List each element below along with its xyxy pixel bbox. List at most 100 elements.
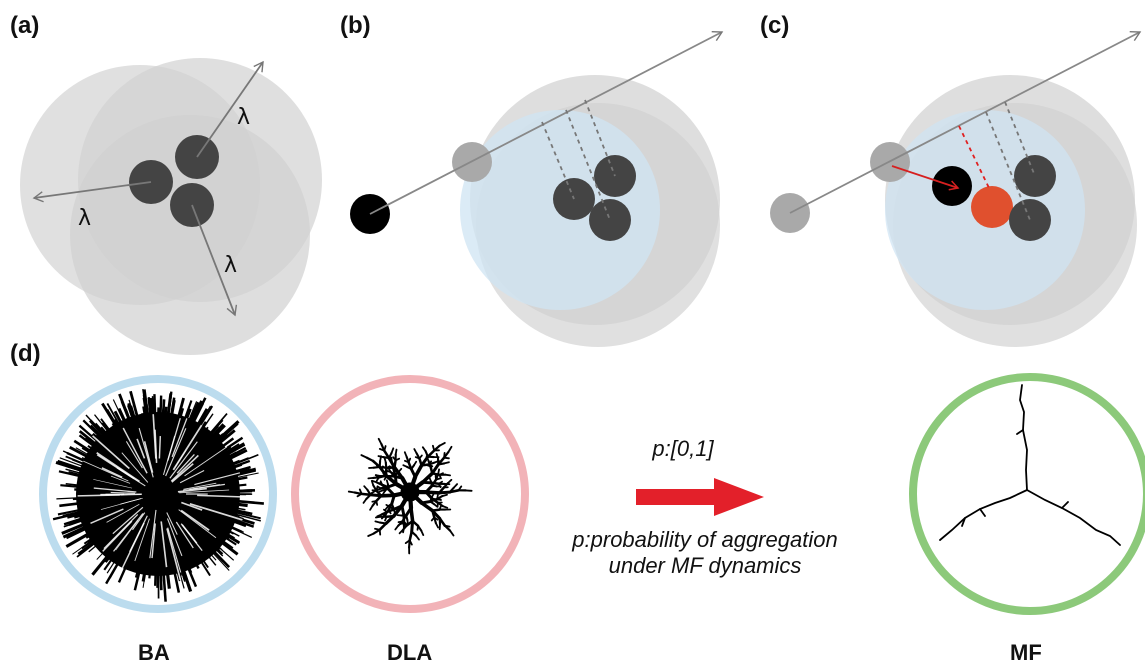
dla-branch-segment: [386, 487, 396, 497]
ba-interior-gap: [158, 436, 162, 459]
ba-interior-gap: [151, 523, 156, 559]
ba-fringe-strand: [235, 507, 246, 511]
ba-interior-gap: [103, 513, 139, 549]
ba-cluster: [39, 375, 277, 613]
dla-cluster: [291, 375, 529, 613]
dla-branch-segment: [449, 529, 455, 537]
dla-branch-segment: [446, 478, 453, 485]
dla-branch-segment: [413, 448, 418, 455]
dla-branch-segment: [362, 498, 368, 504]
ba-interior-gap: [179, 489, 230, 494]
trajectory-line: [789, 30, 1142, 214]
dla-branch-segment: [421, 446, 427, 453]
ba-fringe-strand: [133, 565, 142, 591]
dla-branch-segment: [367, 532, 375, 537]
ba-fringe-strand: [225, 447, 247, 460]
lambda-label: λ: [237, 105, 251, 130]
ba-fringe-strand: [207, 412, 228, 437]
dla-branch-segment: [392, 507, 396, 513]
ba-fringe-strand: [91, 554, 109, 576]
ba-fringe-strand: [163, 406, 168, 421]
ba-fringe-strand: [81, 447, 96, 457]
ba-fringe-strand: [176, 571, 181, 582]
dla-branch-segment: [369, 504, 374, 511]
ba-fringe-strand: [57, 459, 84, 471]
dla-branch-segment: [383, 456, 387, 464]
ba-interior-gap: [129, 515, 148, 553]
dla-branch-segment: [443, 524, 451, 528]
ba-interior-gap: [175, 521, 194, 549]
ba-fringe-strand: [223, 528, 234, 535]
dla-branch-segment: [392, 474, 404, 480]
ba-interior-gap: [165, 428, 187, 477]
dla-branch-segment: [425, 464, 432, 468]
ba-fringe-strand: [191, 408, 208, 434]
particle: [1014, 155, 1056, 197]
ba-fringe-strand: [72, 497, 85, 501]
ba-fringe-strand: [153, 394, 157, 415]
dla-branch-segment: [413, 460, 418, 466]
ba-interior-gap: [93, 479, 133, 489]
ba-fringe-strand: [204, 547, 217, 561]
caption-mf: MF: [1010, 640, 1042, 665]
ba-fringe-strand: [162, 573, 167, 602]
dla-branch-segment: [434, 522, 440, 529]
dla-branch-segment: [403, 520, 408, 526]
dla-branch-segment: [377, 437, 383, 446]
lambda-label: λ: [78, 206, 92, 231]
dla-branch-segment: [390, 493, 396, 506]
ba-fringe-strand: [57, 508, 82, 516]
ba-interior-gap: [180, 509, 210, 531]
ba-fringe-strand: [199, 421, 207, 431]
panel-label-d: (d): [10, 340, 41, 367]
probability-definition-line1: p:probability of aggregation: [572, 527, 838, 552]
dla-branch-segment: [438, 441, 446, 447]
ba-fringe-strand: [114, 419, 123, 432]
dla-branch-segment: [394, 524, 400, 531]
distance-line: [584, 99, 616, 177]
ba-fringe-strand: [189, 402, 205, 429]
dla-branch-segment: [380, 513, 386, 520]
ba-fringe-strand: [159, 565, 163, 582]
dla-branch-segment: [448, 486, 455, 494]
ba-interior-gap: [132, 512, 146, 531]
ba-fringe-strand: [234, 511, 261, 520]
dla-branch-segment: [441, 505, 449, 509]
dla-branch-segment: [452, 483, 459, 489]
dla-branch-segment: [375, 494, 383, 503]
dla-branch-segment: [416, 524, 419, 531]
ba-fringe-strand: [161, 409, 165, 419]
distance-line: [1004, 101, 1036, 177]
ba-fringe-strand: [55, 461, 84, 473]
ba-fringe-strand: [93, 414, 114, 438]
ba-fringe-strand: [229, 497, 239, 500]
ba-interior-gap: [143, 441, 154, 473]
dla-branch-segment: [420, 529, 425, 537]
dla-branch-segment: [438, 472, 444, 476]
ba-fringe-strand: [229, 489, 253, 492]
aggregation-arrow: [891, 165, 960, 191]
distance-line-red: [958, 125, 991, 191]
ba-fringe-strand: [78, 434, 103, 453]
dla-branch-segment: [420, 471, 435, 485]
ba-fringe-strand: [186, 401, 200, 427]
panel-c-diagram: [770, 30, 1142, 347]
dla-branch-segment: [437, 486, 446, 495]
dla-branch-segment: [379, 493, 397, 498]
ba-fringe-strand: [208, 425, 226, 443]
ba-interior-gap: [149, 509, 157, 559]
dla-branch-segment: [408, 530, 413, 542]
ba-fringe-strand: [229, 472, 259, 480]
ba-interior-gap: [194, 472, 241, 486]
ba-fringe-strand: [129, 390, 140, 420]
ba-fringe-strand: [185, 401, 198, 428]
dla-branch-segment: [409, 467, 417, 479]
ba-fringe-strand: [68, 471, 90, 478]
dla-branch-segment: [378, 489, 385, 493]
dla-seed: [400, 482, 420, 502]
ba-fringe-strand: [215, 536, 239, 556]
ba-interior-gap: [154, 429, 158, 463]
dla-branch-segment: [418, 457, 423, 467]
dla-branch-segment: [360, 492, 372, 497]
